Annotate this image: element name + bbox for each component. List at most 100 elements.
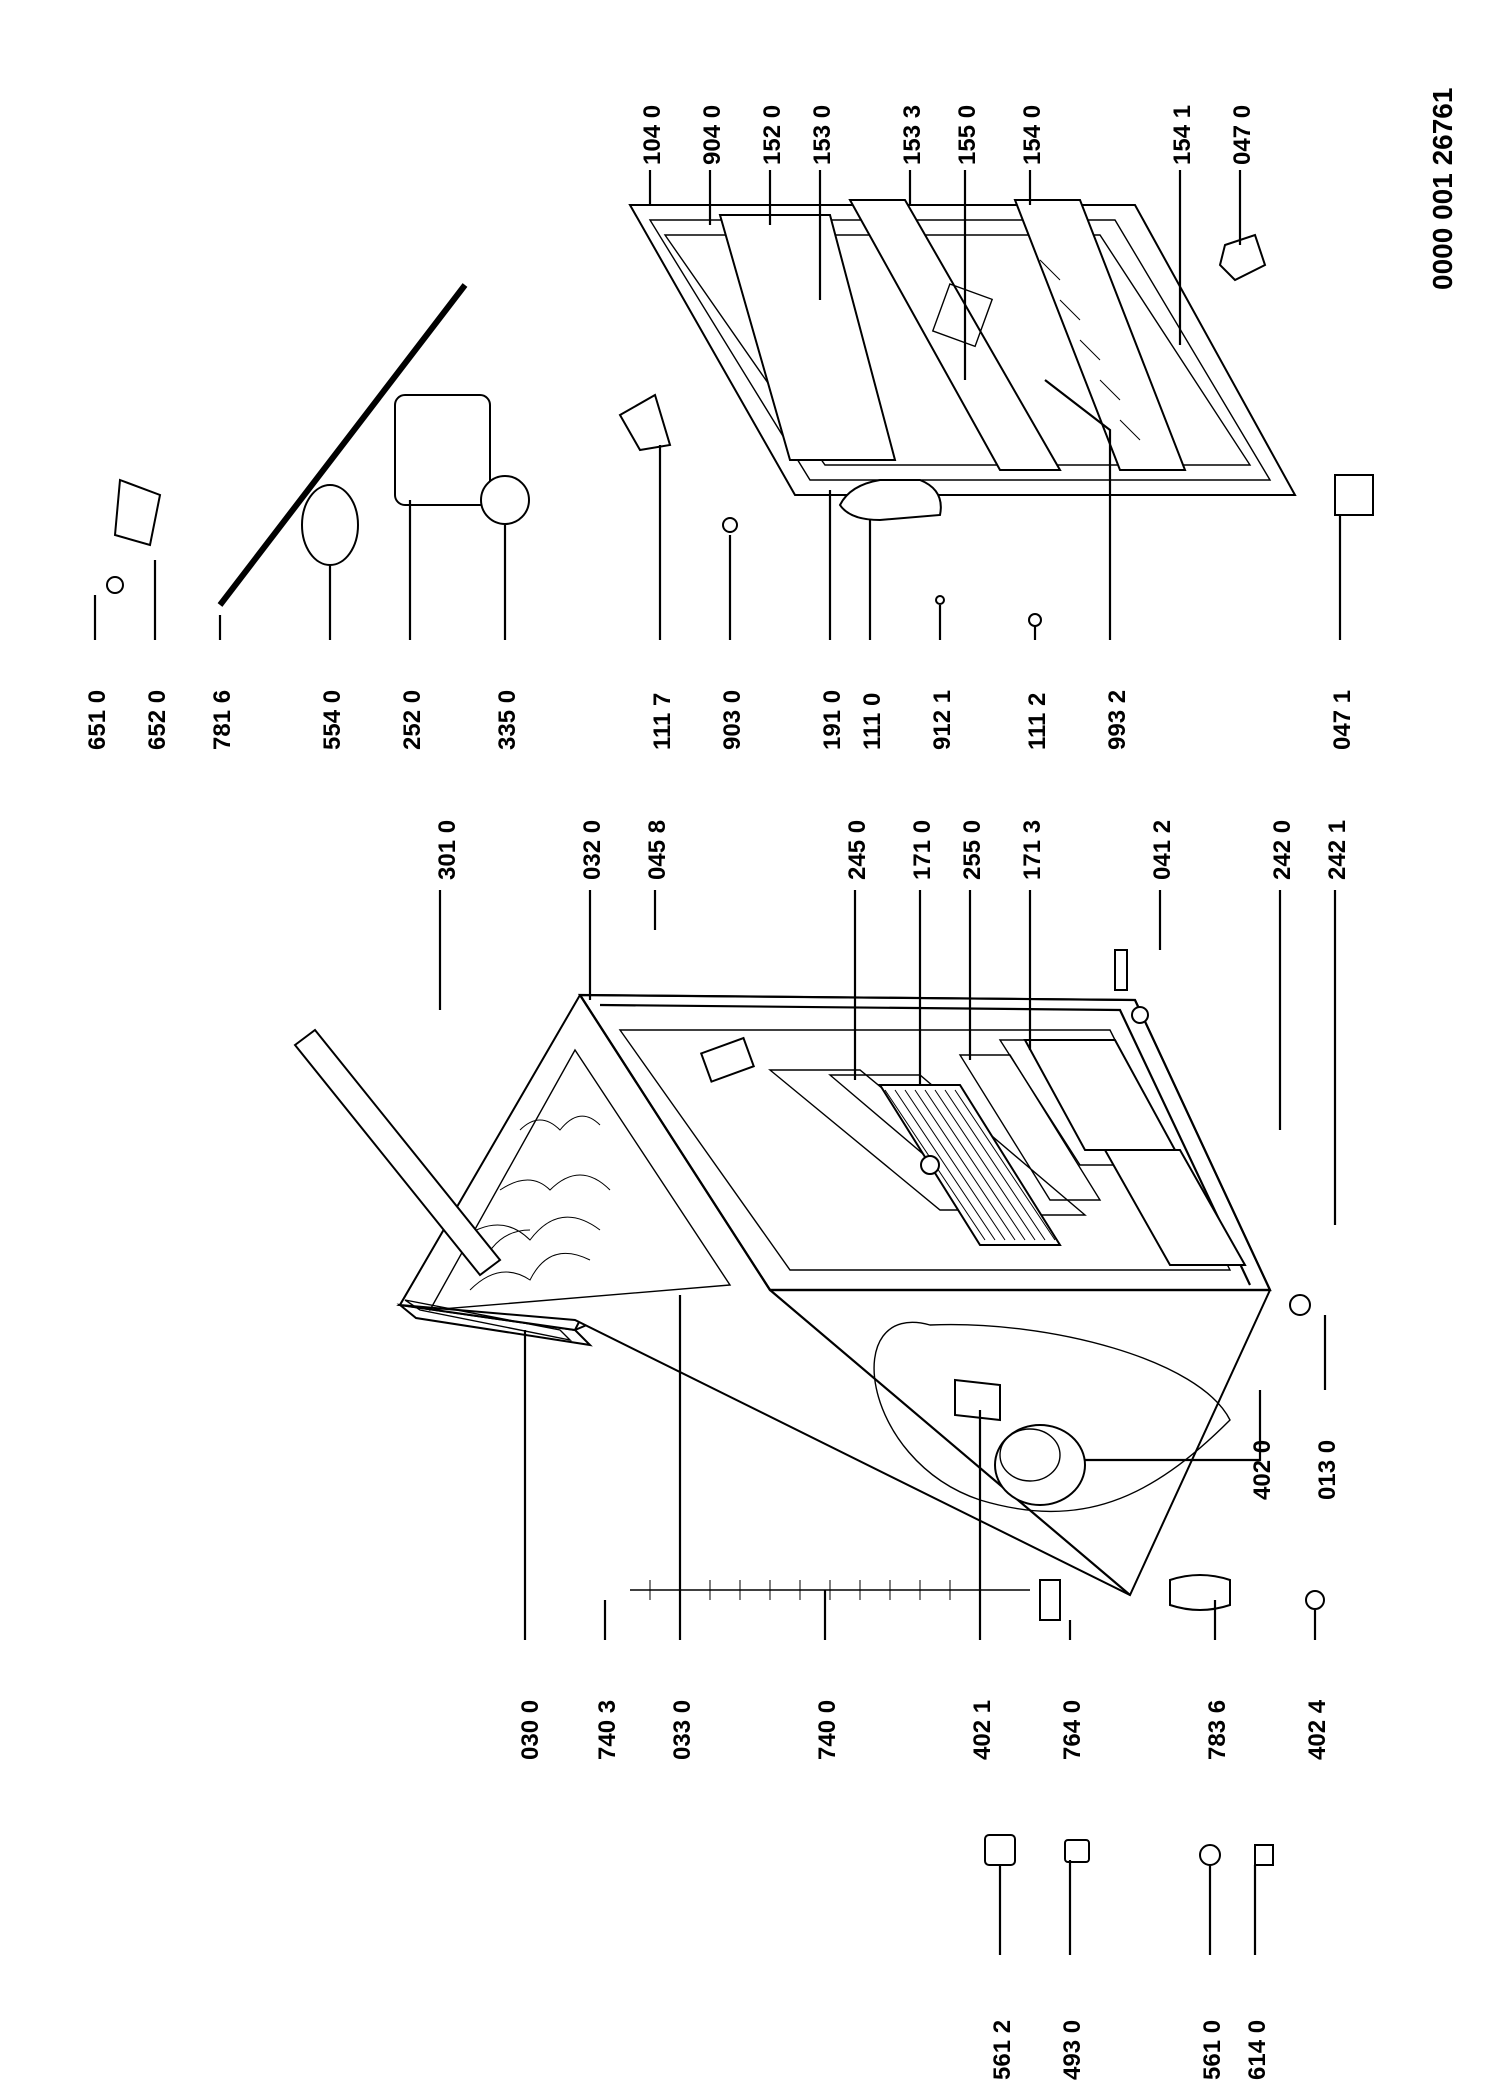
callout-label-047a: 047 1 xyxy=(1329,690,1356,750)
part-013-0 xyxy=(1289,1294,1311,1316)
callout-label-242b: 242 1 xyxy=(1324,820,1351,880)
lid-liner xyxy=(428,1048,732,1311)
callout-label-171a: 171 0 xyxy=(909,820,936,880)
part-561-0 xyxy=(1199,1844,1221,1866)
lid-liner-scribble xyxy=(459,1115,611,1291)
part-252-0 xyxy=(394,394,491,506)
part-783-6 xyxy=(1169,1574,1231,1611)
part-781-6 xyxy=(217,283,468,607)
door xyxy=(618,199,1374,627)
hinge-pin xyxy=(1131,1006,1149,1024)
callout-label-255: 255 0 xyxy=(959,820,986,880)
part-045-8 xyxy=(920,1155,940,1175)
door-handle xyxy=(838,479,942,522)
compressor-cutout xyxy=(873,1321,1231,1513)
part-047-0 xyxy=(1218,233,1267,282)
callout-label-252: 252 0 xyxy=(399,690,426,750)
callout-label-153a: 153 0 xyxy=(809,105,836,165)
callout-label-030: 030 0 xyxy=(517,1700,544,1760)
callout-label-047b: 047 0 xyxy=(1229,105,1256,165)
callout-label-993: 993 2 xyxy=(1104,690,1131,750)
cabinet-side-front xyxy=(769,1289,1131,1596)
callout-label-904: 904 0 xyxy=(699,105,726,165)
callout-label-335: 335 0 xyxy=(494,690,521,750)
cabinet xyxy=(396,949,1272,1600)
inner-liner xyxy=(618,1029,1232,1271)
top-strip-part xyxy=(293,1028,502,1277)
part-493-0 xyxy=(1064,1839,1090,1863)
callout-label-245: 245 0 xyxy=(844,820,871,880)
callout-label-045: 045 8 xyxy=(644,820,671,880)
callout-label-493: 493 0 xyxy=(1059,2020,1086,2080)
part-651-0 xyxy=(106,576,124,594)
cabinet-inner-top xyxy=(599,1003,1251,1286)
bottle-shelf xyxy=(1013,199,1187,471)
callout-label-402b: 402 4 xyxy=(1304,1699,1331,1760)
part-912-1 xyxy=(935,595,945,605)
callout-label-301: 301 0 xyxy=(434,820,461,880)
part-402-4 xyxy=(1305,1590,1325,1610)
leader-line-993 xyxy=(1044,379,1112,640)
part-764-0 xyxy=(1039,1579,1061,1621)
callout-label-111c: 111 2 xyxy=(1024,693,1051,750)
callout-layer: 030 0 740 3 033 0 740 0 402 1 764 0 783 6 402 4… xyxy=(84,105,1356,2080)
shelves xyxy=(768,1039,1247,1266)
callout-label-614: 614 0 xyxy=(1244,2020,1271,2080)
compressor-cap xyxy=(999,1428,1061,1482)
callout-label-783: 783 6 xyxy=(1204,1700,1231,1760)
callout-label-155: 155 0 xyxy=(954,105,981,165)
callout-label-651: 651 0 xyxy=(84,690,111,750)
callout-label-781: 781 6 xyxy=(209,690,236,750)
glass-shelf xyxy=(958,1054,1102,1201)
callout-label-104: 104 0 xyxy=(639,105,666,165)
leader-line-402c xyxy=(1085,1390,1262,1462)
callout-label-764: 764 0 xyxy=(1059,1700,1086,1760)
part-047-1 xyxy=(1334,474,1374,516)
part-903-0 xyxy=(722,517,738,533)
compressor xyxy=(994,1424,1086,1506)
part-335-0 xyxy=(480,475,530,525)
part-554-0 xyxy=(301,484,359,566)
callout-label-033: 033 0 xyxy=(669,1700,696,1760)
callout-label-242a: 242 0 xyxy=(1269,820,1296,880)
small-parts-right xyxy=(106,283,530,607)
callout-label-903: 903 0 xyxy=(719,690,746,750)
crisper-drawer-lower xyxy=(1103,1149,1247,1266)
callout-label-740b: 740 0 xyxy=(814,1700,841,1760)
callout-label-032: 032 0 xyxy=(579,820,606,880)
thermostat-housing xyxy=(699,1036,756,1083)
part-111-7 xyxy=(618,393,672,452)
lid-gasket xyxy=(404,1299,573,1342)
callout-label-153b: 153 3 xyxy=(899,105,926,165)
callout-label-041: 041 2 xyxy=(1149,820,1176,880)
part-561-2 xyxy=(984,1834,1016,1866)
callout-label-402a: 402 1 xyxy=(969,1700,996,1760)
part-111-2 xyxy=(1028,613,1042,627)
door-balcony-middle xyxy=(848,199,1062,471)
hinge-bracket xyxy=(1114,949,1128,991)
door-inner-frame xyxy=(648,219,1272,481)
callout-label-154b: 154 1 xyxy=(1169,105,1196,165)
bottle-shelf-ribs xyxy=(1039,259,1141,441)
callout-label-652: 652 0 xyxy=(144,690,171,750)
callout-label-561a: 561 2 xyxy=(989,2020,1016,2080)
callout-label-152: 152 0 xyxy=(759,105,786,165)
callout-label-561b: 561 0 xyxy=(1199,2020,1226,2080)
callout-label-013: 013 0 xyxy=(1314,1440,1341,1500)
egg-tray xyxy=(931,283,994,348)
callout-label-111a: 111 7 xyxy=(649,693,676,750)
callout-label-554: 554 0 xyxy=(319,690,346,750)
part-614-0 xyxy=(1254,1844,1274,1866)
door-shelf-top xyxy=(718,214,897,461)
callout-label-171b: 171 3 xyxy=(1019,820,1046,880)
callout-label-740a: 740 3 xyxy=(594,1700,621,1760)
callout-label-154a: 154 0 xyxy=(1019,105,1046,165)
part-652-0 xyxy=(113,478,162,547)
document-number: 0000 001 26761 xyxy=(1427,88,1458,290)
cabinet-left-wall xyxy=(579,994,771,1291)
callout-label-912: 912 1 xyxy=(929,690,956,750)
callout-label-191: 191 0 xyxy=(819,690,846,750)
shelf-grille xyxy=(878,1084,1062,1246)
